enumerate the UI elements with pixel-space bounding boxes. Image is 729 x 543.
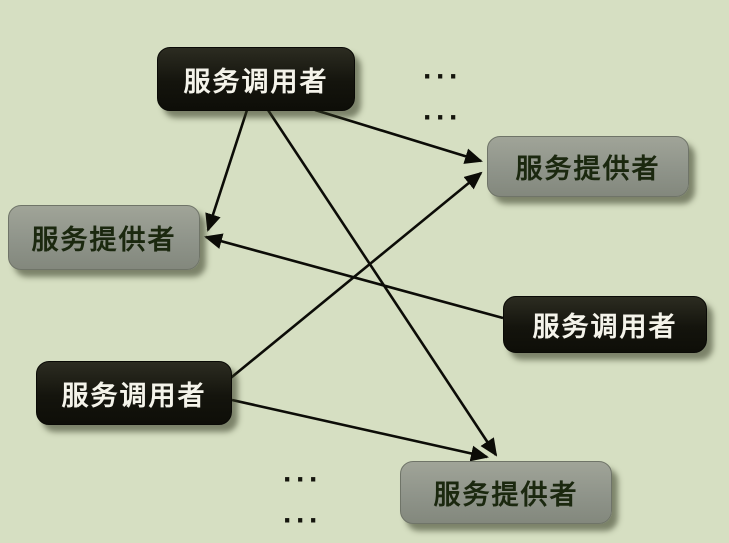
edge-caller-bottom-left-to-provider-right-top — [226, 171, 483, 383]
node-caller-top: 服务调用者 — [157, 47, 355, 111]
ellipsis-top-1: ··· — [423, 60, 462, 93]
node-provider-bottom-right: 服务提供者 — [400, 461, 612, 524]
node-label: 服务提供者 — [515, 154, 661, 184]
node-provider-left: 服务提供者 — [8, 205, 200, 270]
ellipsis-bottom-1: ··· — [283, 463, 322, 496]
node-label: 服务调用者 — [183, 66, 329, 97]
node-label: 服务调用者 — [532, 312, 678, 342]
ellipsis-bottom-2: ··· — [283, 504, 322, 537]
edge-caller-top-to-provider-right-top — [314, 108, 483, 164]
node-caller-bottom-left: 服务调用者 — [36, 361, 232, 425]
edge-caller-top-to-provider-left — [205, 109, 249, 232]
edge-caller-top-to-provider-bottom-right — [266, 109, 498, 457]
node-caller-right: 服务调用者 — [503, 296, 707, 353]
node-label: 服务提供者 — [433, 480, 579, 510]
ellipsis-top-2: ··· — [423, 101, 462, 134]
node-label: 服务提供者 — [31, 225, 177, 255]
node-provider-right-top: 服务提供者 — [487, 136, 689, 197]
node-label: 服务调用者 — [61, 380, 207, 411]
edge-caller-bottom-left-to-provider-bottom-right — [231, 398, 489, 462]
